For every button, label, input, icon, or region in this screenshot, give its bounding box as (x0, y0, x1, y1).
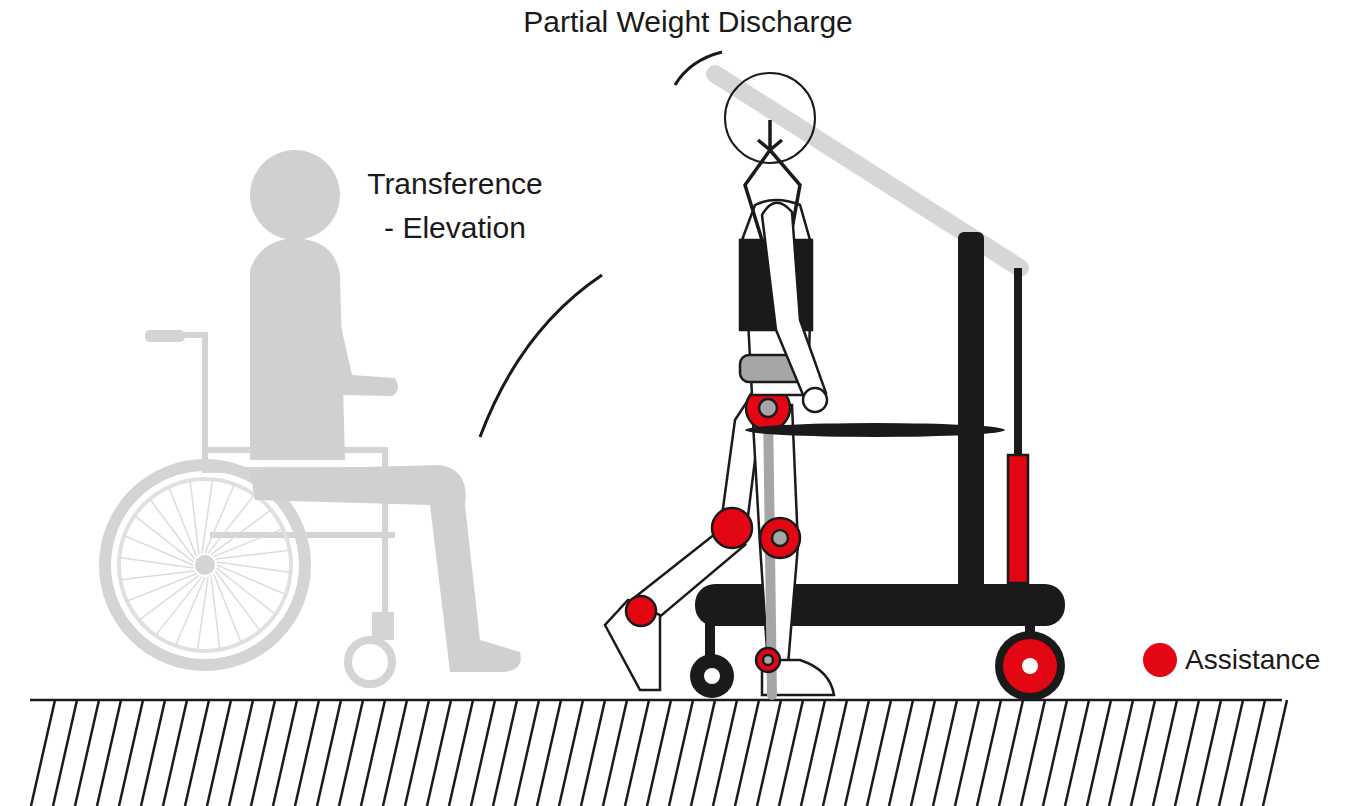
handle-bar (745, 423, 1005, 437)
annotation-label: Transference - Elevation (367, 162, 543, 250)
leader-arc (480, 275, 602, 437)
legend-entry: Assistance (1143, 643, 1320, 677)
legend-label: Assistance (1185, 644, 1320, 676)
walker-frame (690, 232, 1065, 701)
legend-swatch (1143, 643, 1177, 677)
exoskeleton-user (605, 73, 834, 695)
annotation-label: Partial Weight Discharge (523, 0, 853, 44)
ground-hatch (30, 700, 1287, 806)
